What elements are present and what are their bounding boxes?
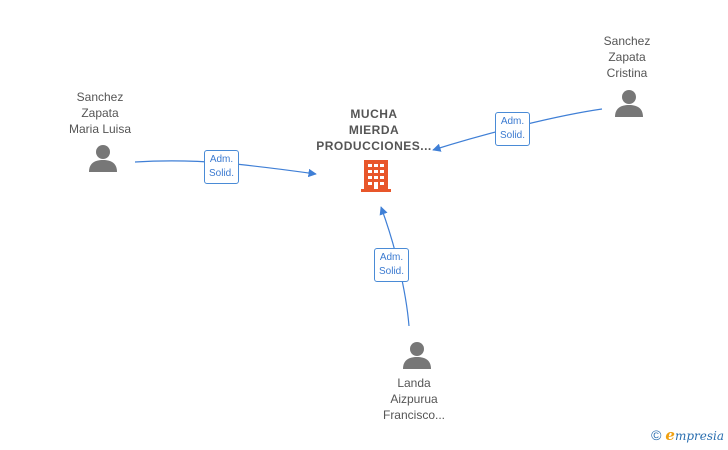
person-name-line: Landa [397, 376, 431, 390]
role-badge-line: Solid. [500, 130, 526, 141]
person-name-line: Francisco... [382, 408, 445, 422]
brand-logo-letter: e [665, 426, 675, 444]
person-icon[interactable] [402, 340, 432, 370]
person-name-line: Sanchez [76, 90, 124, 104]
role-badge-cristina[interactable]: Adm. Solid. [495, 112, 531, 146]
role-badge-francisco[interactable]: Adm. Solid. [374, 248, 410, 282]
person-name-maria-luisa[interactable]: Sanchez Zapata Maria Luisa [50, 89, 150, 137]
person-name-line: Zapata [608, 50, 646, 64]
role-badge-maria-luisa[interactable]: Adm. Solid. [204, 150, 240, 184]
person-name-cristina[interactable]: Sanchez Zapata Cristina [577, 33, 677, 81]
role-badge-line: Solid. [209, 168, 235, 179]
brand-footer[interactable]: ©empresia [651, 426, 724, 444]
company-name-line: MUCHA [350, 107, 398, 121]
copyright-icon: © [651, 427, 662, 443]
role-badge-line: Adm. [500, 116, 525, 127]
person-icon[interactable] [88, 143, 118, 173]
person-icon[interactable] [614, 88, 644, 118]
role-badge-line: Solid. [379, 266, 405, 277]
person-name-line: Sanchez [603, 34, 651, 48]
role-badge-line: Adm. [209, 154, 234, 165]
person-name-line: Aizpurua [390, 392, 438, 406]
person-name-line: Zapata [81, 106, 119, 120]
brand-logo-text: mpresia [674, 429, 724, 443]
person-name-francisco[interactable]: Landa Aizpurua Francisco... [364, 375, 464, 423]
role-badge-line: Adm. [379, 252, 404, 263]
company-name[interactable]: MUCHA MIERDA PRODUCCIONES... [300, 106, 448, 154]
person-name-line: Maria Luisa [68, 122, 132, 136]
building-icon[interactable] [359, 158, 393, 192]
company-name-line: MIERDA [348, 123, 400, 137]
person-name-line: Cristina [606, 66, 648, 80]
company-name-line: PRODUCCIONES... [316, 139, 432, 153]
